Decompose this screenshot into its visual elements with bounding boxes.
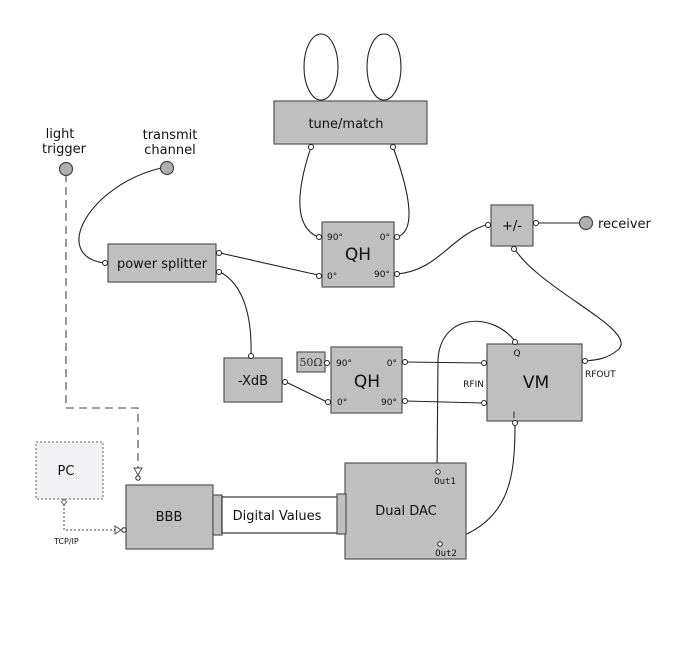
svg-text:transmit: transmit: [143, 128, 198, 143]
bbb-label: BBB: [156, 510, 183, 525]
wire-splitter-qh: [219, 252, 319, 276]
svg-text:0°: 0°: [337, 398, 347, 408]
power-splitter-block: power splitter: [102, 243, 222, 283]
light-trigger-node: [58, 161, 74, 177]
wire-atten-qh: [285, 381, 328, 403]
svg-text:0°: 0°: [327, 272, 337, 282]
attenuator-label: -XdB: [238, 374, 268, 389]
wire-qh-rfin-0: [404, 361, 484, 364]
wire-splitter-atten: [219, 271, 252, 356]
light-trigger-terminal: light trigger: [42, 127, 87, 177]
svg-text:light: light: [46, 127, 75, 142]
receiver-node: [578, 215, 594, 231]
svg-text:90°: 90°: [381, 398, 397, 408]
svg-text:Q: Q: [513, 349, 520, 359]
plus-minus-label: +/-: [502, 219, 522, 234]
svg-text:channel: channel: [144, 143, 195, 158]
bus-label: Digital Values: [233, 509, 322, 524]
svg-text:0°: 0°: [380, 233, 390, 243]
dual-dac-block: Dual DAC Out1 Out2: [336, 462, 467, 560]
plus-minus-block: +/-: [485, 204, 539, 252]
termination-block: 50Ω: [296, 351, 326, 373]
svg-text:90°: 90°: [327, 233, 343, 243]
transmit-node: [159, 160, 175, 176]
wire-light-trigger: [65, 174, 139, 468]
svg-text:RFIN: RFIN: [463, 380, 484, 390]
wire-q-out1: [436, 320, 516, 473]
qh-top-label: QH: [345, 245, 371, 265]
svg-text:trigger: trigger: [42, 142, 87, 157]
pc-block: PC: [35, 441, 104, 506]
qh-bottom-label: QH: [354, 372, 380, 392]
qh-top-block: QH 90° 0° 0° 90°: [316, 221, 400, 288]
wire-plusminus-rfout: [513, 247, 622, 362]
power-splitter-label: power splitter: [117, 257, 208, 272]
vm-block: VM Q I RFIN RFOUT: [463, 339, 616, 426]
receiver-terminal: receiver: [578, 215, 652, 232]
wire-tm-qh-0: [392, 146, 410, 238]
svg-text:Out1: Out1: [434, 477, 456, 487]
dual-dac-label: Dual DAC: [375, 504, 436, 519]
tcp-ip-label: TCP/IP: [53, 537, 79, 546]
pc-label: PC: [58, 464, 75, 479]
svg-text:receiver: receiver: [598, 217, 652, 232]
tune-match-label: tune/match: [308, 117, 383, 132]
qh-bottom-block: QH 90° 0° 0° 90°: [324, 346, 408, 414]
wire-qh-plusminus: [396, 223, 490, 275]
bbb-block: BBB: [114, 467, 223, 550]
svg-text:0°: 0°: [387, 359, 397, 369]
coil-left: [303, 33, 339, 101]
transmit-channel-terminal: transmit channel: [143, 128, 198, 176]
vm-label: VM: [523, 373, 549, 393]
tune-match-block: tune/match: [273, 100, 428, 150]
digital-bus: Digital Values: [221, 496, 338, 534]
attenuator-block: -XdB: [223, 353, 288, 403]
svg-text:RFOUT: RFOUT: [585, 370, 616, 380]
svg-text:I: I: [513, 411, 516, 421]
svg-text:90°: 90°: [336, 359, 352, 369]
wire-pc-bbb: [63, 504, 115, 531]
wire-transmit-splitter: [78, 167, 162, 264]
wire-qh-rfin-90: [404, 400, 484, 404]
coil-right: [366, 33, 402, 101]
wire-tm-qh-90: [299, 146, 319, 238]
svg-text:Out2: Out2: [435, 549, 457, 559]
termination-label: 50Ω: [299, 356, 322, 369]
svg-text:90°: 90°: [374, 270, 390, 280]
